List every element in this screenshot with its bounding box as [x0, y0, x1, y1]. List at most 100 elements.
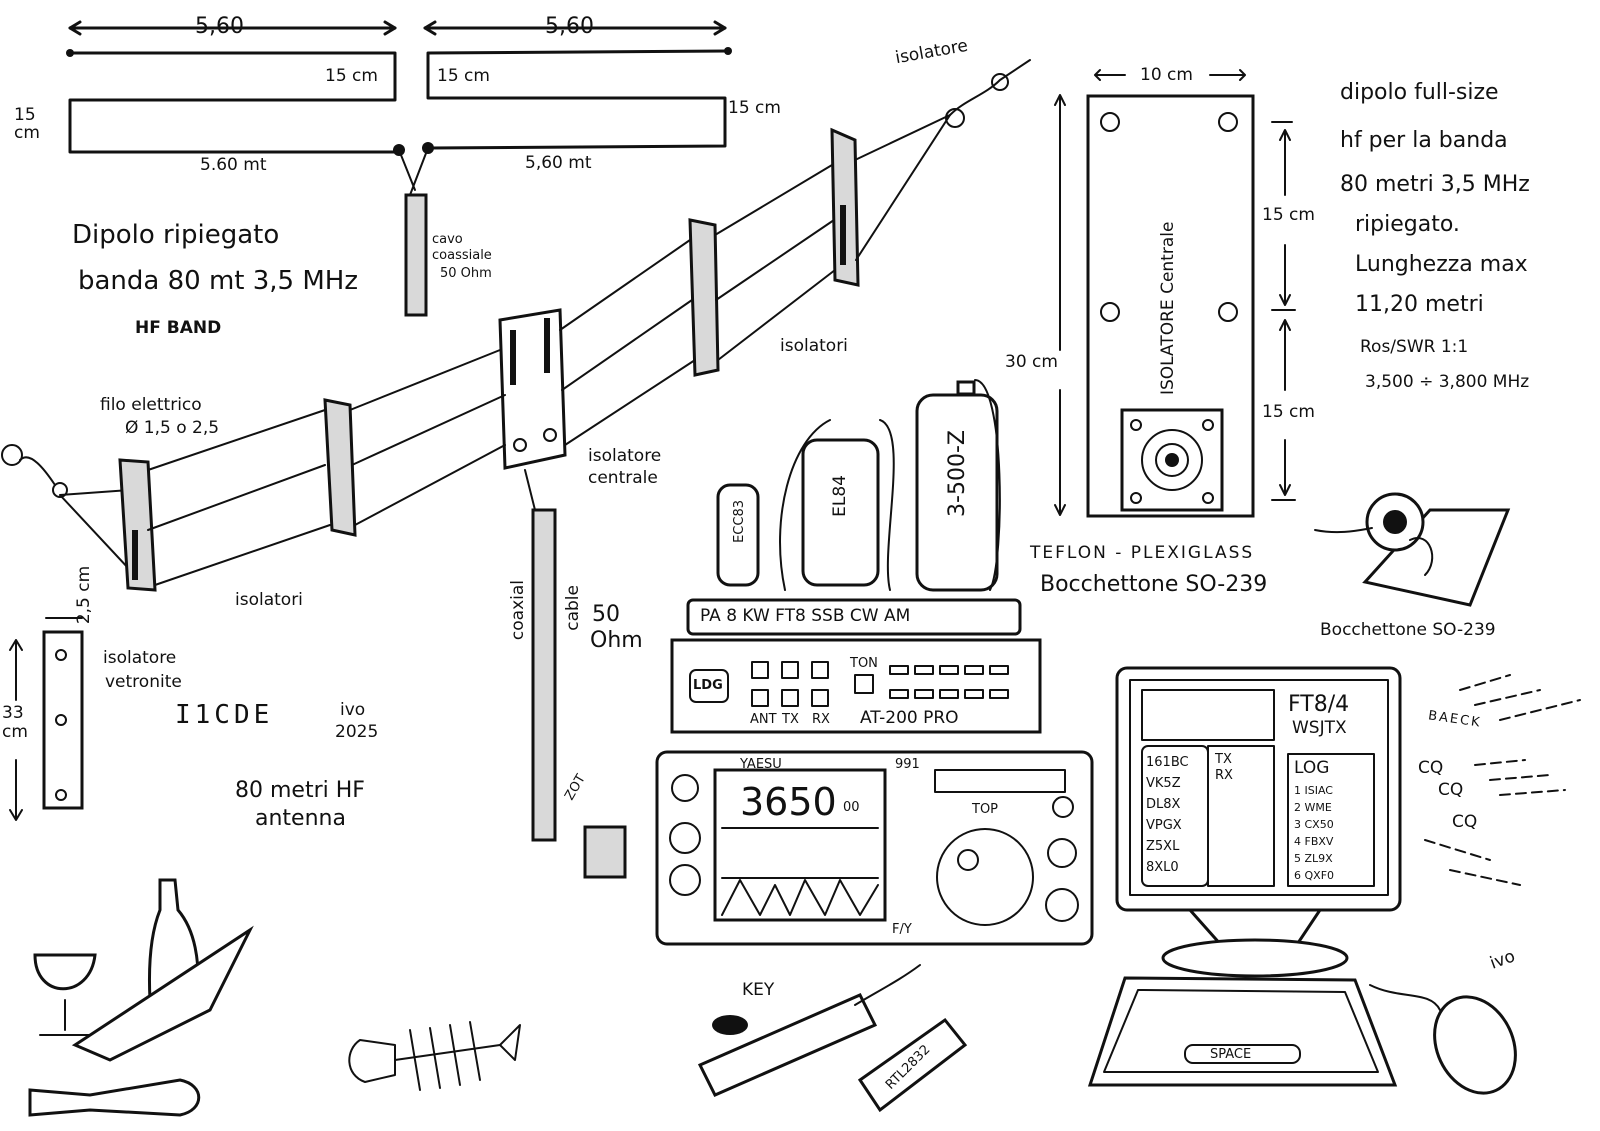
connector-detail-label: Bocchettone SO-239	[1320, 620, 1496, 640]
radio-model: 991	[895, 757, 920, 772]
wine-glass	[33, 953, 97, 991]
desc-line-2: hf per la banda	[1340, 128, 1508, 153]
tube-label-el84: EL84	[830, 475, 850, 517]
tube-label-3500z: 3-500-Z	[945, 430, 970, 517]
tuner-btn-ant: ANT	[750, 712, 777, 727]
end-insulator-right	[945, 108, 965, 128]
tuner	[670, 638, 1042, 734]
dipole-right-loop	[426, 49, 730, 150]
tube-el84	[801, 438, 880, 587]
signature-year: 2025	[335, 722, 379, 742]
amp-chassis	[686, 598, 1022, 636]
morse-key	[697, 964, 921, 1097]
dim-right-gap: 15 cm	[437, 66, 490, 86]
radio-fn-label: F/Y	[892, 922, 912, 937]
app-title-1: FT8/4	[1288, 692, 1350, 717]
space-key	[1184, 1044, 1301, 1064]
callsign: Z5XL	[1146, 839, 1180, 854]
spacer-width: 2,5 cm	[74, 565, 95, 625]
label-50: 50	[592, 602, 620, 627]
tuner-brand: LDG	[693, 678, 723, 693]
txrx-panel: TX RX	[1215, 752, 1233, 784]
dim-right-length: 5,60	[545, 14, 594, 39]
spacer-detail	[9, 617, 84, 821]
so239-connector	[1314, 492, 1511, 607]
knife	[71, 925, 254, 1062]
radio-frequency: 3650	[740, 780, 837, 824]
spreader-2	[323, 398, 357, 537]
dim-left-gap: 15 cm	[325, 66, 378, 86]
label-isolatori-right: isolatori	[780, 336, 848, 356]
pl259-plug	[583, 825, 627, 879]
spacer-label-1: isolatore	[103, 648, 177, 668]
mouse	[1433, 995, 1517, 1095]
label-ohm: Ohm	[590, 628, 643, 653]
label-isolatore-centrale: isolatore centrale	[588, 446, 662, 488]
label-coaxial: coaxial	[508, 580, 528, 641]
coax-top-line-3: 50 Ohm	[440, 266, 492, 281]
plate-inner-text: ISOLATORE Centrale	[1158, 221, 1178, 395]
desc-line-1: dipolo full-size	[1340, 80, 1499, 105]
dim-right-bottom: 5,60 mt	[525, 153, 592, 173]
signature-callsign: I1CDE	[175, 700, 274, 730]
vfo-knob	[936, 828, 1034, 926]
desc-line-4: ripiegato.	[1355, 212, 1460, 237]
cq-signals	[1424, 674, 1581, 886]
spacer-label-2: vetronite	[105, 672, 182, 692]
coax-feedline	[404, 193, 428, 317]
spreader-3	[688, 218, 720, 377]
plate-height: 30 cm	[1005, 352, 1058, 372]
title-line-3: HF BAND	[135, 318, 222, 338]
rx-label: RX	[1215, 768, 1233, 783]
log-title: LOG	[1294, 758, 1330, 778]
label-cable: cable	[563, 585, 583, 631]
radio-top-label: TOP	[972, 802, 999, 817]
signature-name: ivo	[340, 700, 366, 720]
tuner-model: AT-200 PRO	[860, 708, 959, 728]
dim-left-bottom: 5.60 mt	[200, 155, 267, 175]
fork	[28, 1078, 201, 1117]
desc-line-6: 11,20 metri	[1355, 292, 1484, 317]
log-entry: 6 QXF0	[1294, 869, 1335, 882]
tx-label: TX	[1215, 752, 1232, 767]
tuner-tune-label: TON	[850, 656, 878, 671]
subtitle-2: antenna	[255, 806, 346, 831]
center-insulator-3d	[498, 308, 567, 470]
coax-top-line-2: coassiale	[432, 248, 492, 263]
callsign: VK5Z	[1146, 776, 1181, 791]
dipole-left-loop	[68, 51, 400, 154]
coax-downlead	[531, 508, 557, 842]
subtitle-1: 80 metri HF	[235, 778, 365, 803]
center-insulator-plate	[1054, 69, 1296, 518]
rtl-sdr-dongle	[857, 1017, 968, 1113]
app-title-2: WSJTX	[1292, 718, 1347, 738]
antenna-3d	[1, 59, 1031, 842]
label-filo-2: Ø 1,5 o 2,5	[125, 418, 220, 438]
plate-lower-spacing: 15 cm	[1262, 402, 1315, 422]
dim-left-length: 5,60	[195, 14, 244, 39]
plate-material: TEFLON - PLEXIGLASS	[1030, 543, 1255, 563]
radio-brand: YAESU	[740, 757, 782, 772]
spacer-height-2: cm	[2, 722, 28, 742]
dim-left-height: 15 cm	[14, 105, 40, 143]
spreader-1	[118, 458, 157, 592]
callsign: VPGX	[1146, 818, 1182, 833]
dim-right-height: 15 cm	[728, 98, 781, 118]
tuner-btn-rx: RX	[812, 712, 830, 727]
log-entry: 3 CX50	[1294, 818, 1334, 831]
fish-skeleton	[348, 1039, 396, 1083]
amp-front-label: PA 8 KW FT8 SSB CW AM	[700, 606, 911, 626]
dipole-schematic	[66, 20, 732, 317]
plate-upper-spacing: 15 cm	[1262, 205, 1315, 225]
tube-ecc83	[716, 483, 760, 587]
plate-connector: Bocchettone SO-239	[1040, 572, 1268, 597]
title-line-1: Dipolo ripiegato	[72, 220, 280, 250]
callsign: DL8X	[1146, 797, 1181, 812]
radio-frequency-suffix: 00	[843, 800, 860, 815]
desc-line-8: 3,500 ÷ 3,800 MHz	[1365, 372, 1530, 392]
cq-1: CQ	[1418, 758, 1444, 778]
desc-line-7: Ros/SWR 1:1	[1360, 337, 1469, 357]
end-insulator-left	[1, 444, 23, 466]
spacer-height-1: 33	[2, 703, 24, 723]
